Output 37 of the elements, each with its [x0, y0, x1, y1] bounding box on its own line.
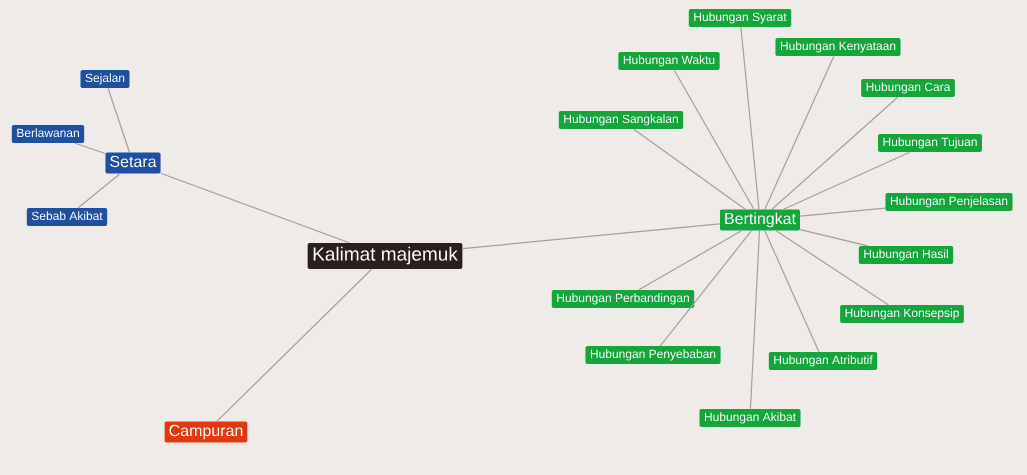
connector-line: [461, 223, 721, 250]
subtopic-box: Hubungan Tujuan: [878, 134, 982, 152]
subtopic-box: Hubungan Konsepsip: [840, 305, 964, 323]
subtopic-box: Hubungan Waktu: [618, 52, 720, 70]
subtopic-box: Hubungan Penyebaban: [585, 346, 721, 364]
subtopic-box: Hubungan Cara: [861, 79, 955, 97]
connector-line: [659, 230, 753, 347]
connector-line: [673, 69, 755, 210]
subtopic-box: Hubungan Kenyataan: [775, 38, 901, 56]
connector-line: [749, 230, 761, 410]
subtopic-box: Hubungan Hasil: [858, 246, 954, 264]
central-topic-box: Kalimat majemuk: [307, 243, 463, 269]
connector-line: [799, 229, 869, 247]
connector-line: [783, 151, 911, 210]
connector-line: [740, 26, 760, 210]
connector-line: [775, 230, 889, 306]
connector-line: [160, 172, 350, 244]
connector-line: [107, 87, 131, 153]
subtopic-box: Hubungan Sangkalan: [558, 111, 684, 129]
subtopic-box: Hubungan Penjelasan: [885, 193, 1013, 211]
connector-line: [216, 268, 373, 422]
subtopic-box: Hubungan Syarat: [688, 9, 792, 27]
connector-line: [77, 173, 121, 209]
connector-line: [764, 55, 835, 210]
branch-topic-box: Setara: [105, 152, 161, 174]
connector-line: [771, 96, 899, 210]
subtopic-box: Berlawanan: [11, 125, 85, 143]
subtopic-box: Hubungan Atributif: [768, 352, 878, 370]
connector-line: [633, 128, 746, 210]
subtopic-box: Hubungan Perbandingan: [551, 290, 695, 308]
subtopic-box: Sebab Akibat: [26, 208, 108, 226]
subtopic-box: Hubungan Akibat: [699, 409, 801, 427]
connector-line: [764, 230, 820, 353]
connector-line: [638, 230, 743, 291]
connector-line: [74, 142, 106, 155]
connector-line: [799, 207, 886, 217]
subtopic-box: Sejalan: [80, 70, 130, 88]
